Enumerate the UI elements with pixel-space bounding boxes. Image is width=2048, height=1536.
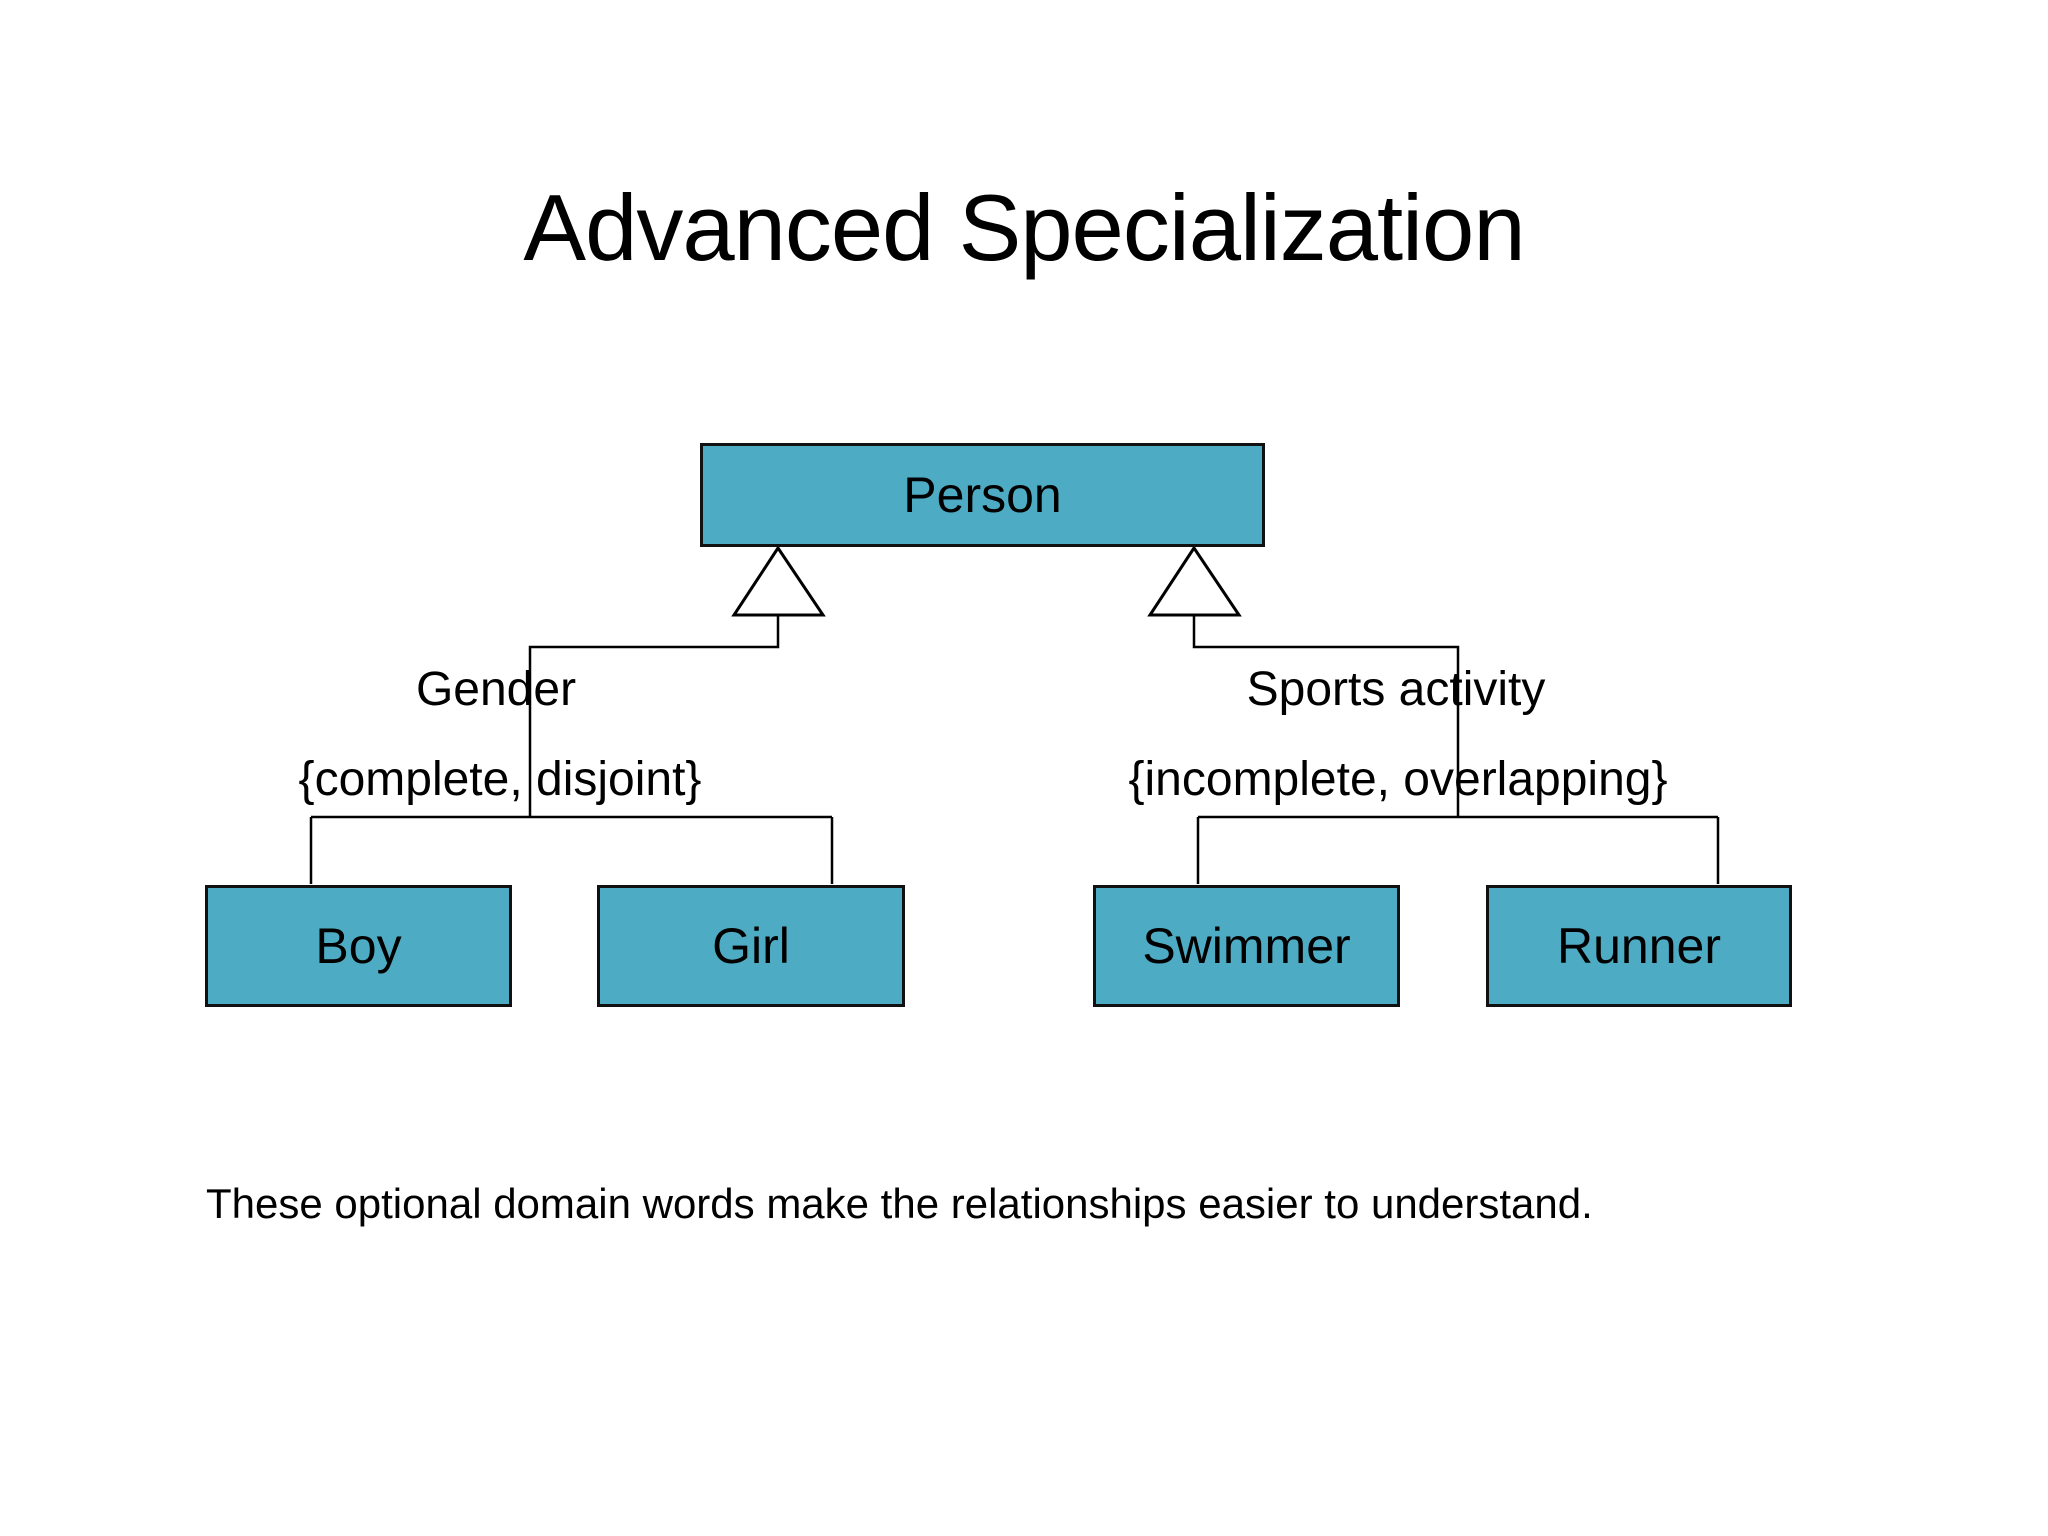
class-box-boy: Boy [205,885,512,1007]
class-box-person: Person [700,443,1265,547]
class-box-swimmer: Swimmer [1093,885,1400,1007]
class-box-boy-label: Boy [315,918,402,974]
class-box-girl-label: Girl [712,918,790,974]
class-box-swimmer-label: Swimmer [1142,918,1351,974]
caption-text: These optional domain words make the rel… [206,1180,1593,1227]
label-sports-constraint: {incomplete, overlapping} [1128,753,1668,806]
generalization-arrow-gender-icon [731,545,826,617]
connector-gender-branch [309,613,834,884]
connector-sports-branch [1192,613,1720,884]
label-sports-activity: Sports activity [1246,663,1546,716]
label-gender-constraint: {complete, disjoint} [298,753,702,806]
page-title: Advanced Specialization [523,175,1525,280]
class-box-girl: Girl [597,885,905,1007]
class-box-person-label: Person [903,467,1062,523]
class-box-runner: Runner [1486,885,1792,1007]
class-box-runner-label: Runner [1557,918,1721,974]
label-gender: Gender [415,663,577,716]
generalization-arrow-sports-icon [1147,545,1242,617]
